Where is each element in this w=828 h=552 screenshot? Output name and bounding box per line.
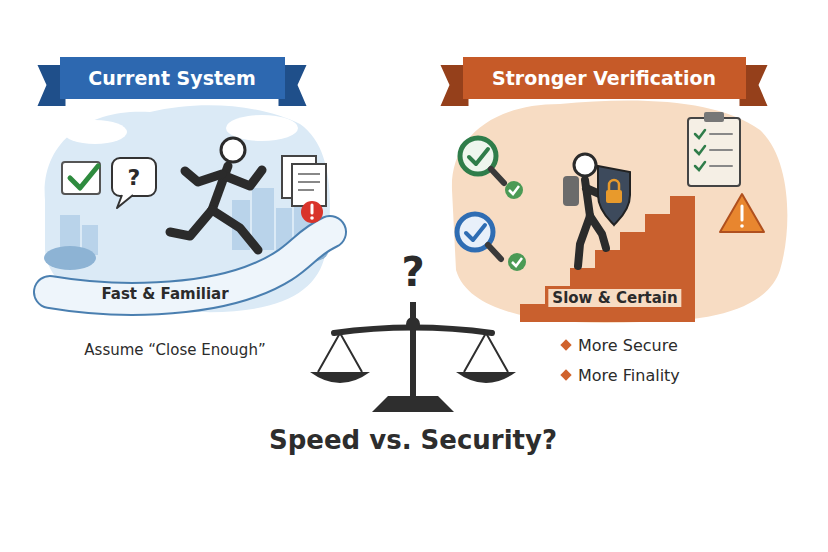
skyline xyxy=(60,188,314,255)
magnifier-handle xyxy=(491,169,504,183)
question-mark: ? xyxy=(128,165,141,190)
bullet-text: More Finality xyxy=(578,366,680,385)
check-mark xyxy=(466,225,485,240)
note: Assume “Close Enough” xyxy=(84,341,265,359)
runner xyxy=(170,166,262,250)
banner: Current System xyxy=(60,57,285,99)
document xyxy=(292,164,326,206)
magnifier-handle xyxy=(488,245,501,259)
left-scene xyxy=(44,105,330,312)
question-mark: ? xyxy=(401,249,424,295)
check-mark xyxy=(469,149,488,164)
bullet-diamonds xyxy=(560,339,571,380)
check-mark xyxy=(512,258,522,266)
warning-dot xyxy=(740,224,744,228)
padlock-shackle xyxy=(609,180,619,190)
banner: Stronger Verification xyxy=(463,57,746,99)
alert-icon xyxy=(301,201,323,223)
check-mark xyxy=(70,166,98,188)
check-badge xyxy=(508,253,526,271)
right-scene xyxy=(452,100,787,322)
watercolor-ground xyxy=(45,105,330,312)
check-mark xyxy=(509,186,519,194)
bullet-text: More Secure xyxy=(578,336,678,355)
speech-tail xyxy=(117,195,133,208)
banner-tails xyxy=(38,65,768,106)
check-badge xyxy=(505,181,523,199)
shield xyxy=(598,166,630,225)
backpack xyxy=(563,176,579,206)
hiker-head xyxy=(574,154,596,176)
padlock xyxy=(606,190,622,203)
warning-triangle xyxy=(720,194,764,232)
balance-scale xyxy=(310,302,516,412)
cloud xyxy=(63,120,127,144)
banner-title: Stronger Verification xyxy=(492,67,716,89)
path-label: Fast & Familiar xyxy=(101,285,228,303)
banner-title: Current System xyxy=(88,67,255,89)
watercolor-ground xyxy=(452,100,787,322)
alert-dot xyxy=(310,216,314,220)
bush xyxy=(44,246,96,270)
check-box xyxy=(62,162,100,194)
clipboard-clip xyxy=(704,112,724,122)
speech-bubble xyxy=(112,158,156,196)
clipboard xyxy=(688,118,740,186)
alert-mark xyxy=(311,205,314,213)
checklist xyxy=(695,130,732,170)
runner-head xyxy=(221,138,245,162)
title: Speed vs. Security? xyxy=(269,425,557,455)
document-lines xyxy=(298,174,320,190)
warning-mark xyxy=(741,206,744,220)
stairs-label: Slow & Certain xyxy=(548,289,681,307)
